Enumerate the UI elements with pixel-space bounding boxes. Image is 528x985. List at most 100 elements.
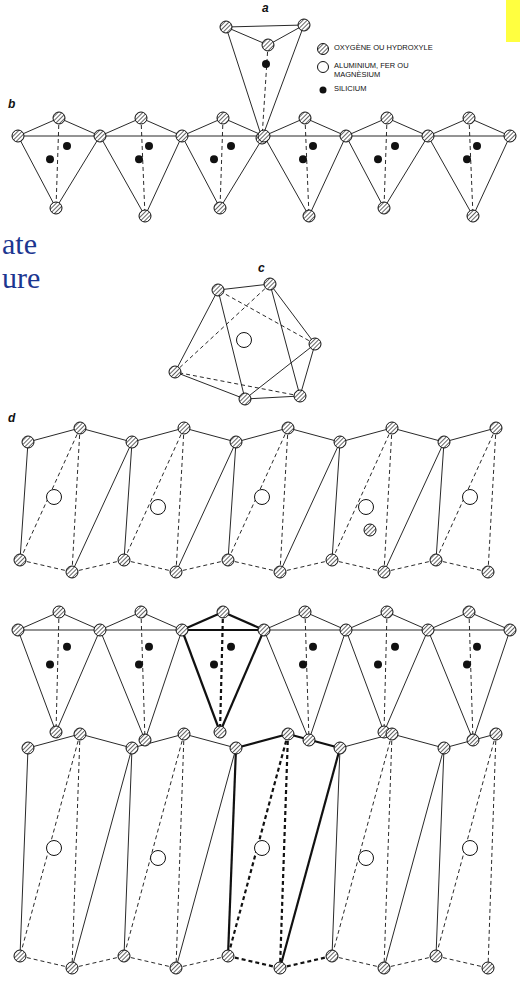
bond-line [80, 734, 132, 748]
silicon-atom [63, 142, 71, 150]
bond-line [384, 442, 444, 572]
bond-line [100, 136, 182, 137]
oxygen-atom [126, 742, 138, 754]
bond-line [444, 428, 496, 442]
bond-line [124, 442, 132, 560]
bond-line [473, 136, 510, 216]
oxygen-atom [334, 436, 346, 448]
bond-line [384, 560, 436, 572]
bond-line [340, 428, 392, 442]
bond-line [384, 118, 387, 208]
oxygen-atom [504, 624, 516, 636]
bond-line [444, 734, 496, 748]
bond-line [346, 136, 428, 137]
label-text: ate [2, 228, 37, 260]
bond-line [182, 136, 220, 208]
bond-line [384, 612, 387, 732]
bond-line [226, 25, 304, 27]
label-text: b [8, 98, 15, 111]
bond-line [218, 290, 315, 344]
oxygen-atom [178, 728, 190, 740]
bond-line [473, 630, 510, 740]
bond-line [223, 612, 264, 630]
bond-line [220, 136, 264, 208]
oxygen-atom [386, 422, 398, 434]
oxygen-atom [298, 19, 310, 31]
bond-line [346, 118, 387, 136]
bond-line [262, 25, 304, 138]
oxygen-atom [53, 606, 65, 618]
bond-line [20, 428, 80, 560]
bond-line [300, 344, 315, 396]
aluminium-atom [47, 490, 62, 505]
bond-line [280, 748, 340, 968]
oxygen-atom [378, 962, 390, 974]
oxygen-atom [176, 624, 188, 636]
oxygen-atom [94, 624, 106, 636]
silicon-atom [391, 643, 399, 651]
oxygen-atom [212, 284, 224, 296]
label-text: d [8, 412, 15, 425]
aluminium-atom [463, 490, 478, 505]
bond-line [59, 118, 100, 136]
aluminium-atom [359, 500, 374, 515]
bond-line [182, 136, 264, 137]
oxygen-atom [239, 393, 251, 405]
bond-line [56, 118, 59, 208]
bond-line [72, 428, 80, 572]
oxygen-atom [340, 130, 352, 142]
bond-line [220, 118, 223, 208]
oxygen-atom [12, 130, 24, 142]
oxygen-atom [135, 112, 147, 124]
figure-letter: a [262, 2, 269, 15]
slide-title-fragment: ate [2, 228, 37, 260]
legend-item: OXYGÈNE OU HYDROXYLE [316, 42, 440, 56]
oxygen-atom [50, 202, 62, 214]
bond-line [20, 560, 72, 572]
oxygen-atom [430, 554, 442, 566]
bond-line [384, 136, 428, 208]
oxygen-atom [222, 950, 234, 962]
silicon-atom [145, 643, 153, 651]
oxygen-atom [135, 606, 147, 618]
bond-line [132, 428, 184, 442]
bond-line [436, 560, 488, 572]
bond-line [72, 956, 124, 968]
bond-line [264, 136, 309, 216]
bond-line [305, 612, 309, 740]
bond-line [280, 428, 288, 572]
silicon-atom [46, 661, 54, 669]
oxygen-atom [282, 422, 294, 434]
oxygen-atom [74, 728, 86, 740]
bond-line [245, 344, 315, 399]
bond-line [288, 428, 340, 442]
bond-line [176, 734, 184, 968]
aluminium-atom [255, 490, 270, 505]
slide-title-fragment: ure [2, 262, 40, 294]
bond-line [20, 734, 80, 956]
bond-line [72, 442, 132, 572]
bond-line [145, 136, 182, 216]
oxygen-atom [217, 606, 229, 618]
bond-line [332, 956, 384, 968]
oxygen-atom [463, 606, 475, 618]
bond-line [270, 284, 300, 396]
oxygen-atom [430, 950, 442, 962]
bond-line [20, 748, 28, 956]
bond-line [124, 748, 132, 956]
oxygen-atom [282, 728, 294, 740]
silicon-atom [227, 142, 235, 150]
label-text: c [258, 262, 265, 275]
oxygen-atom [139, 734, 151, 746]
silicon-atom [309, 643, 317, 651]
oxygen-atom [220, 21, 232, 33]
silicon-atom [374, 661, 382, 669]
oxygen-atom [170, 566, 182, 578]
oxygen-atom [490, 728, 502, 740]
aluminium-atom [47, 841, 62, 856]
oxygen-atom [378, 202, 390, 214]
oxygen-atom [274, 962, 286, 974]
oxygen-atom [214, 726, 226, 738]
bond-line [176, 748, 236, 968]
oxygen-atom [12, 624, 24, 636]
